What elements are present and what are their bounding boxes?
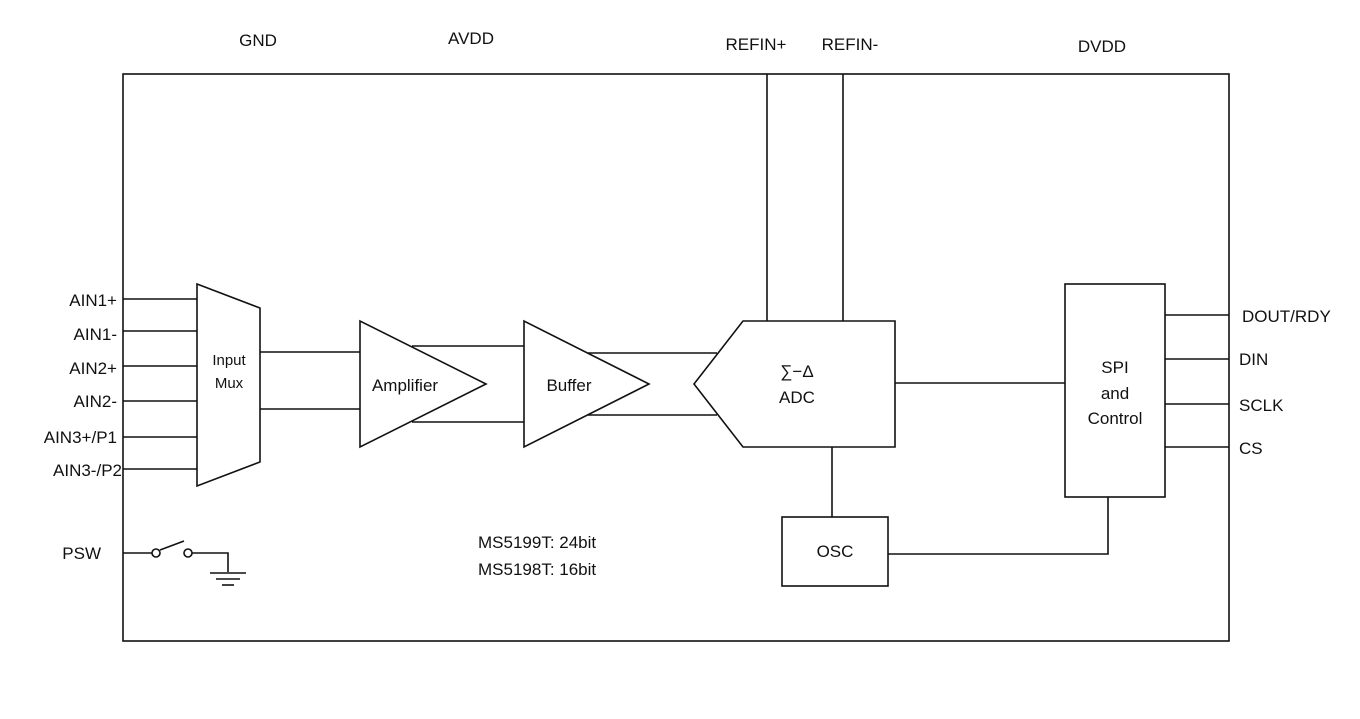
spi-control xyxy=(1064,283,1166,498)
buffer-label: Buffer xyxy=(546,376,591,395)
buffer xyxy=(523,319,651,449)
pin-dout-rdy: DOUT/RDY xyxy=(1242,307,1331,326)
pin-refin-minus: REFIN- xyxy=(822,35,879,54)
pin-ain2-plus: AIN2+ xyxy=(69,359,117,378)
adc-label-line1: ∑−Δ xyxy=(780,362,813,381)
pin-gnd: GND xyxy=(239,31,277,50)
switch-blade xyxy=(159,540,185,551)
amplifier xyxy=(359,319,488,449)
input-mux xyxy=(196,282,261,488)
mux-label-line2: Mux xyxy=(215,375,244,392)
pin-ain1-minus: AIN1- xyxy=(74,325,117,344)
pin-ain3-minus: AIN3-/P2 xyxy=(53,461,122,480)
spi-label-line1: SPI xyxy=(1101,358,1128,377)
variant-note-24bit: MS5199T: 24bit xyxy=(478,533,596,552)
variant-note-16bit: MS5198T: 16bit xyxy=(478,560,596,579)
pin-sclk: SCLK xyxy=(1239,396,1284,415)
sigma-delta-adc xyxy=(692,320,896,448)
osc-label: OSC xyxy=(817,542,854,561)
oscillator xyxy=(781,516,889,587)
pin-ain1-plus: AIN1+ xyxy=(69,291,117,310)
chip-outline xyxy=(122,73,1230,642)
pin-ain2-minus: AIN2- xyxy=(74,392,117,411)
switch-contact-right xyxy=(183,548,193,558)
ground-icon xyxy=(210,572,246,586)
pin-dvdd: DVDD xyxy=(1078,37,1126,56)
adc-label-line2: ADC xyxy=(779,388,815,407)
amplifier-label: Amplifier xyxy=(372,376,438,395)
pin-psw: PSW xyxy=(62,544,101,563)
mux-label-line1: Input xyxy=(212,352,246,369)
spi-label-line2: and xyxy=(1101,384,1129,403)
switch-contact-left xyxy=(151,548,161,558)
pin-avdd: AVDD xyxy=(448,29,494,48)
osc-spi-wire xyxy=(888,497,1109,555)
pin-din: DIN xyxy=(1239,350,1268,369)
pin-cs: CS xyxy=(1239,439,1263,458)
spi-label-line3: Control xyxy=(1088,409,1143,428)
switch-ground-wire xyxy=(192,552,229,572)
pin-ain3-plus: AIN3+/P1 xyxy=(44,428,117,447)
pin-refin-plus: REFIN+ xyxy=(726,35,787,54)
